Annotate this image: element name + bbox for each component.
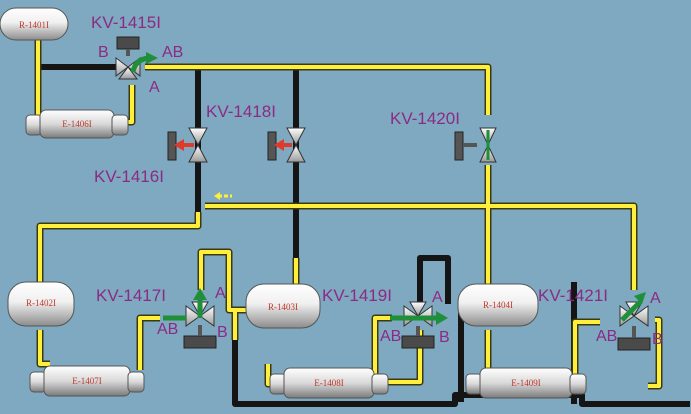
vessel-r1402[interactable]: R-1402I	[7, 281, 75, 327]
valve-kv1419-port-ab: AB	[380, 328, 401, 345]
valve-kv1419-port-a: A	[432, 289, 443, 306]
actuator-icon	[116, 36, 140, 50]
valve-kv1417-port-b: B	[217, 324, 228, 341]
valve-kv1418[interactable]	[267, 127, 306, 163]
valve-kv1420[interactable]	[454, 127, 497, 163]
valve-kv1415[interactable]	[115, 36, 158, 80]
valve-kv1421-tag: KV-1421I	[538, 286, 608, 305]
valve-kv1415-port-a: A	[149, 79, 160, 96]
valve-kv1419[interactable]	[390, 301, 448, 349]
gate-valve-icon	[188, 127, 208, 147]
actuator-icon	[267, 131, 277, 161]
actuator-icon	[454, 131, 464, 161]
gate-valve-icon	[286, 127, 306, 147]
vessel-r1404[interactable]: R-1404I	[457, 283, 539, 327]
vessel-r1401-label: R-1401I	[19, 20, 49, 30]
valve-kv1421-port-b: B	[652, 331, 663, 348]
vessel-r1403-label: R-1403I	[268, 302, 298, 312]
actuator-icon	[167, 131, 177, 161]
actuator-icon	[183, 335, 217, 349]
valve-kv1416-tag: KV-1416I	[94, 167, 164, 186]
valve-kv1415-port-ab: AB	[162, 44, 183, 61]
exchanger-e1406[interactable]: E-1406I	[25, 109, 129, 139]
pipe-network	[34, 24, 690, 407]
flow-arrow-icon	[436, 311, 448, 325]
valve-kv1419-tag: KV-1419I	[322, 286, 392, 305]
flow-arrow-icon	[634, 292, 646, 304]
valve-kv1421-port-ab: AB	[596, 328, 617, 345]
three-way-valve-icon	[115, 57, 129, 77]
valve-kv1420-tag: KV-1420I	[390, 109, 460, 128]
flow-arrow-icon	[274, 139, 284, 151]
actuator-icon	[617, 337, 651, 351]
exchanger-e1409-label: E-1409I	[511, 378, 541, 388]
exchanger-e1407-label: E-1407I	[72, 376, 102, 386]
valve-kv1418-tag: KV-1418I	[206, 102, 276, 121]
valve-kv1415-port-b: B	[98, 44, 109, 61]
flow-arrow-icon	[174, 139, 184, 151]
valve-kv1415-tag: KV-1415I	[91, 13, 161, 32]
flow-indicator-head-icon	[214, 192, 220, 200]
vessel-r1401[interactable]: R-1401I	[0, 7, 69, 41]
exchanger-e1406-label: E-1406I	[62, 119, 92, 129]
valve-kv1417-port-ab: AB	[157, 321, 178, 338]
vessel-r1403[interactable]: R-1403I	[245, 283, 321, 329]
valve-kv1417-tag: KV-1417I	[96, 286, 166, 305]
vessel-r1404-label: R-1404I	[483, 300, 513, 310]
exchanger-e1407[interactable]: E-1407I	[29, 365, 145, 397]
valve-kv1416[interactable]	[167, 127, 208, 163]
exchanger-e1408-label: E-1408I	[314, 378, 344, 388]
vessel-r1402-label: R-1402I	[26, 298, 56, 308]
exchanger-e1409[interactable]: E-1409I	[465, 367, 587, 399]
valve-kv1421[interactable]	[617, 292, 651, 351]
flow-arrow-icon	[193, 288, 207, 300]
exchanger-e1408[interactable]: E-1408I	[269, 367, 389, 399]
actuator-icon	[401, 335, 435, 349]
valve-kv1421-port-a: A	[650, 290, 661, 307]
valve-kv1419-port-b: B	[439, 329, 450, 346]
valve-kv1417[interactable]	[163, 288, 217, 349]
flow-arrow-icon	[130, 55, 149, 73]
valve-kv1417-port-a: A	[215, 285, 226, 302]
